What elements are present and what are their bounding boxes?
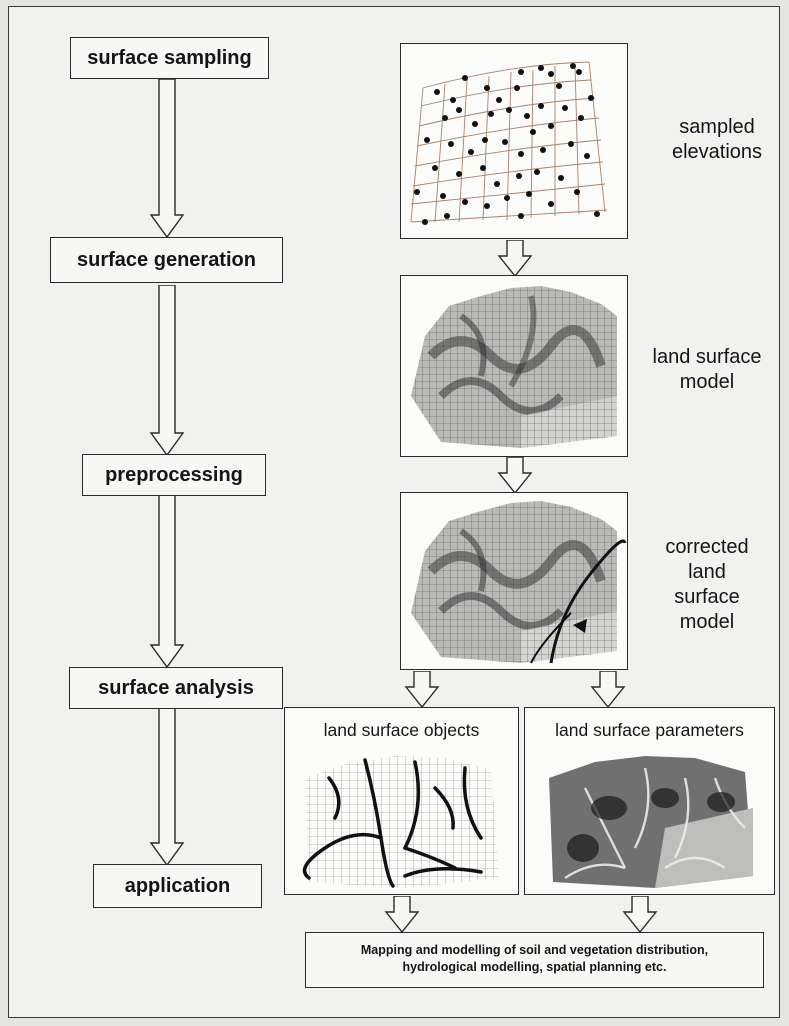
caption-line: sampled (657, 115, 777, 140)
caption-line: land surface (637, 345, 777, 370)
land-surface-objects-panel: land surface objects (284, 707, 519, 895)
stage-surface-sampling: surface sampling (70, 37, 269, 79)
figure-frame: surface sampling surface generation prep… (8, 6, 780, 1018)
stage-surface-analysis: surface analysis (69, 667, 283, 709)
caption-line: elevations (657, 140, 777, 165)
caption-line: model (637, 370, 777, 395)
caption-land-surface-objects: land surface objects (285, 720, 518, 741)
arrow-sampling-to-generation (149, 79, 185, 239)
stage-surface-generation: surface generation (50, 237, 283, 283)
stage-preprocessing: preprocessing (82, 454, 266, 496)
caption-line: surface (639, 585, 775, 610)
arrow-to-objects (403, 671, 441, 709)
caption-line: model (639, 610, 775, 635)
sampled-elevations-image (400, 43, 628, 239)
application-description-box: Mapping and modelling of soil and vegeta… (305, 932, 764, 988)
arrow-preprocessing-to-analysis (149, 495, 185, 669)
arrow-to-parameters (589, 671, 627, 709)
caption-line: land (639, 560, 775, 585)
arrow-to-corrected-model (496, 457, 534, 495)
stage-application: application (93, 864, 262, 908)
caption-sampled-elevations: sampled elevations (657, 115, 777, 165)
arrow-analysis-to-application (149, 707, 185, 867)
corrected-land-surface-model-image (400, 492, 628, 670)
application-text-line: hydrological modelling, spatial planning… (306, 959, 763, 976)
land-surface-model-image (400, 275, 628, 457)
land-surface-parameters-panel: land surface parameters (524, 707, 775, 895)
caption-land-surface-model: land surface model (637, 345, 777, 395)
arrow-parameters-to-application (621, 896, 659, 934)
caption-line: corrected (639, 535, 775, 560)
caption-corrected-model: corrected land surface model (639, 535, 775, 635)
arrow-to-land-surface-model (496, 240, 534, 278)
arrow-objects-to-application (383, 896, 421, 934)
application-text-line: Mapping and modelling of soil and vegeta… (306, 942, 763, 959)
arrow-generation-to-preprocessing (149, 285, 185, 457)
caption-land-surface-parameters: land surface parameters (525, 720, 774, 741)
